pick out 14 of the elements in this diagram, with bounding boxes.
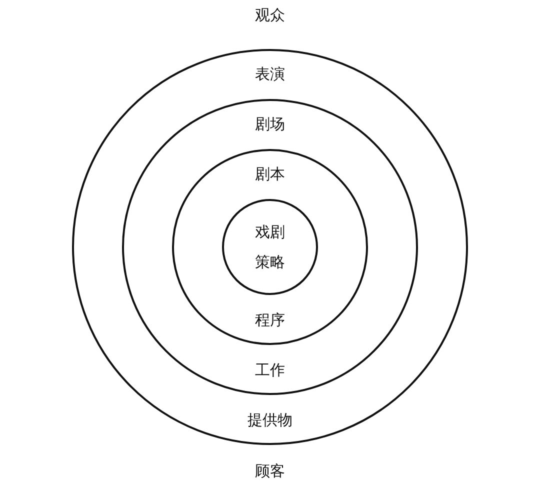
middle-ring: [122, 99, 418, 395]
ring-label: 剧本: [255, 165, 285, 183]
outer-label: 观众: [255, 6, 285, 24]
ring-label: 策略: [255, 253, 285, 271]
ring-label: 剧场: [255, 115, 285, 133]
ring-label: 表演: [255, 65, 285, 83]
ring-label: 提供物: [248, 411, 292, 429]
inner-ring: [172, 149, 368, 345]
outer-ring: [72, 49, 468, 445]
ring-label: 工作: [255, 361, 285, 379]
ring-label: 程序: [255, 311, 285, 329]
core-circle: [222, 199, 318, 295]
outer-label: 顾客: [255, 462, 285, 480]
ring-label: 戏剧: [255, 223, 285, 241]
